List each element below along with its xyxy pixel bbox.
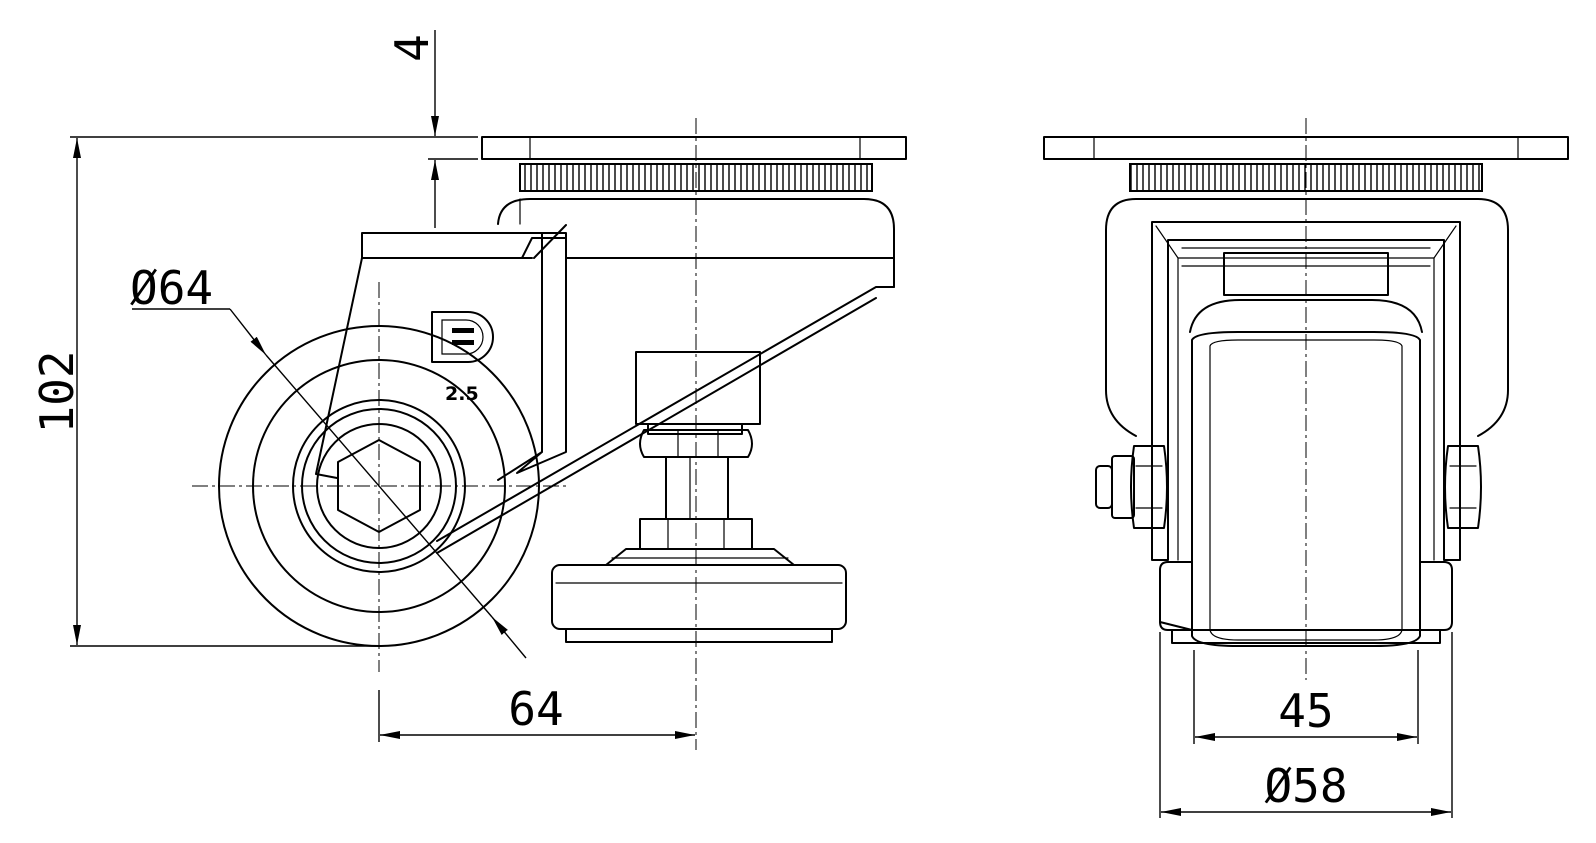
side-fork [315, 232, 567, 481]
dim-foot-diameter-label: Ø58 [1264, 759, 1347, 813]
side-view: 2.5 [192, 118, 907, 750]
load-capacity-mark: 2.5 [445, 383, 479, 405]
front-dimensions: 45 Ø58 [1159, 632, 1453, 818]
dim-wheel-width-label: 45 [1278, 684, 1333, 738]
dim-offset-label: 64 [508, 682, 563, 736]
front-swivel-housing [1105, 198, 1509, 437]
side-hex-nut [639, 429, 753, 458]
side-swivel-housing [497, 198, 895, 288]
front-axle-nut-right [1444, 445, 1482, 529]
front-axle-nut-left [1095, 445, 1168, 529]
front-view [1043, 118, 1569, 680]
dim-wheel-diameter-label: Ø64 [130, 261, 213, 315]
side-dimensions: 102 4 Ø64 64 [30, 30, 695, 742]
dim-gap-label: 4 [385, 34, 439, 62]
side-top-plate [481, 136, 907, 160]
side-foot-pad [605, 548, 795, 566]
front-fork [1151, 221, 1461, 561]
brand-logo [431, 311, 494, 363]
dim-height-label: 102 [30, 350, 84, 433]
side-spindle-housing [635, 351, 761, 425]
